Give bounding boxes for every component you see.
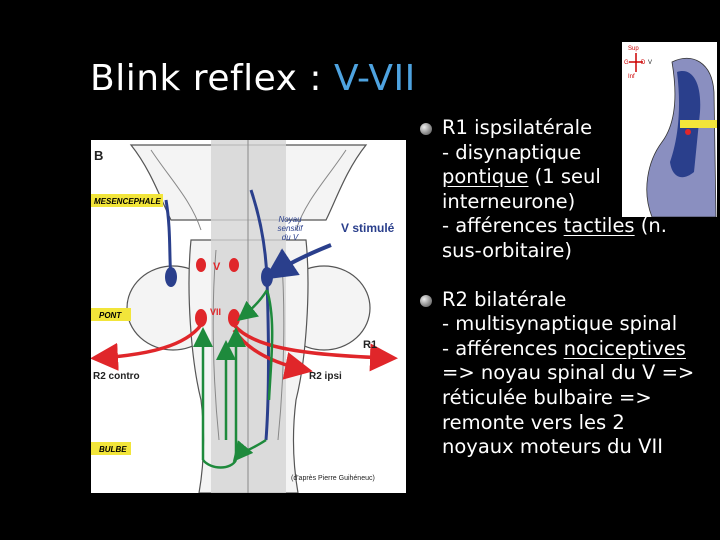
bullet-text: sus-orbitaire) — [442, 238, 573, 262]
bullet-text: interneurone) — [442, 189, 576, 213]
bullet-text: R1 ispsilatérale — [442, 116, 593, 139]
blink-reflex-diagram: MESENCEPHALE PONT BULBE B Noyau sensitif… — [91, 140, 406, 493]
interneuron-pathways — [193, 289, 274, 469]
bullet-line: - multisynaptique spinal — [442, 312, 720, 337]
panel-letter: B — [94, 148, 103, 163]
brainstem-diagram-svg: MESENCEPHALE PONT BULBE B Noyau sensitif… — [91, 140, 398, 493]
bullet-line: - disynaptique — [442, 141, 720, 166]
inset-level-mark — [680, 120, 717, 128]
nucleus-label: Noyau sensitif du V — [278, 215, 304, 242]
r1-label: R1 — [363, 339, 377, 351]
v-nucleus-label: V — [213, 261, 221, 273]
bullet-icon — [420, 294, 432, 307]
bullet-line: pontique (1 seul — [442, 165, 720, 190]
inset-label-sup: Sup — [628, 46, 639, 52]
bullet-line: R1 ispsilatérale — [442, 116, 720, 141]
bullet-line: => noyau spinal du V => — [442, 361, 720, 386]
stim-label: V stimulé — [341, 221, 395, 235]
inset-diagram-svg: Sup G D V Inf — [624, 46, 717, 217]
r2-contro-label: R2 contro — [93, 371, 140, 382]
level-mesencephale: MESENCEPHALE — [91, 194, 163, 207]
orientation-inset: Sup G D V Inf — [622, 42, 717, 217]
bullet-r2: R2 bilatérale- multisynaptique spinal- a… — [420, 288, 720, 460]
bullet-text: R2 bilatérale — [442, 287, 567, 311]
bullet-line: noyaux moteurs du VII — [442, 435, 720, 460]
inset-nucleus — [685, 129, 691, 135]
bullet-line: - afférences tactiles (n. — [442, 214, 720, 239]
motor-vii-nuclei — [195, 258, 240, 327]
inset-label-g: G — [624, 60, 629, 66]
level-mesencephale-label: MESENCEPHALE — [94, 197, 161, 206]
bullet-text: réticulée bulbaire => — [442, 385, 652, 409]
figure-credit: (d'après Pierre Guihéneuc) — [291, 475, 375, 482]
bullet-line: - afférences nociceptives — [442, 337, 720, 362]
inset-compass — [629, 53, 643, 72]
svg-text:Noyau: Noyau — [278, 215, 302, 224]
inset-label-d: D — [641, 60, 646, 66]
bullet-text: (1 seul — [528, 165, 601, 189]
underlined-term: pontique — [442, 165, 529, 189]
svg-text:du V: du V — [282, 233, 299, 242]
inset-label-v: V — [648, 60, 652, 66]
inset-label-inf: Inf — [628, 74, 635, 80]
vii-nucleus-label: VII — [210, 307, 221, 317]
bullet-text: remonte vers les 2 — [442, 410, 625, 434]
afferent-v-pathway — [164, 189, 332, 441]
bullet-text: - disynaptique — [442, 140, 582, 164]
r2-ipsi-label: R2 ipsi — [309, 371, 342, 382]
underlined-term: nociceptives — [563, 336, 686, 360]
level-pont-label: PONT — [99, 311, 122, 320]
bullet-text: noyaux moteurs du VII — [442, 435, 663, 459]
slide-title: Blink reflex : V-VII — [90, 58, 416, 99]
bullet-text: - multisynaptique spinal — [442, 312, 678, 336]
svg-text:sensitif: sensitif — [278, 224, 304, 233]
bullet-text: => noyau spinal du V => — [442, 361, 695, 385]
bullet-line: interneurone) — [442, 190, 720, 215]
bullet-line: sus-orbitaire) — [442, 239, 720, 264]
level-bulbe-label: BULBE — [99, 445, 127, 454]
bullet-line: remonte vers les 2 — [442, 411, 720, 436]
bullet-text: - afférences — [442, 214, 564, 238]
title-accent: V-VII — [333, 58, 416, 99]
bullet-line: réticulée bulbaire => — [442, 386, 720, 411]
bullet-line: R2 bilatérale — [442, 288, 720, 313]
level-pont: PONT — [91, 308, 131, 321]
title-main: Blink reflex : — [90, 58, 334, 99]
bullet-text: - afférences — [442, 336, 564, 360]
underlined-term: tactiles — [563, 214, 635, 238]
bullet-text: (n. — [634, 214, 667, 238]
level-bulbe: BULBE — [91, 442, 131, 455]
bullet-icon — [420, 123, 432, 135]
